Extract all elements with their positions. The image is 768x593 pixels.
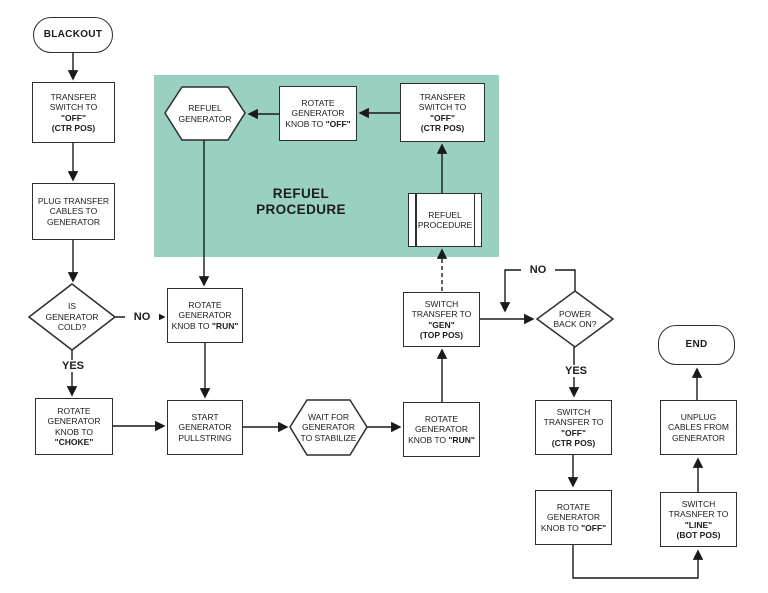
hexagon-refuel-shape [164, 86, 246, 141]
label-yes-power-on: YES [555, 365, 597, 377]
predefined-bar-left [415, 194, 417, 246]
diamond-power-back-on [535, 290, 615, 348]
predefined-bar-right [473, 194, 475, 246]
node-blackout: BLACKOUT [33, 17, 113, 53]
hexagon-wait-shape [289, 399, 368, 456]
label-no-power-on: NO [521, 264, 555, 276]
diamond-is-generator-cold [27, 283, 117, 351]
node-end: END [658, 325, 735, 365]
label-no-is-cold: NO [125, 311, 159, 323]
label-yes-is-cold: YES [52, 360, 94, 372]
edge-rotateoff-to-linebot [572, 545, 704, 579]
